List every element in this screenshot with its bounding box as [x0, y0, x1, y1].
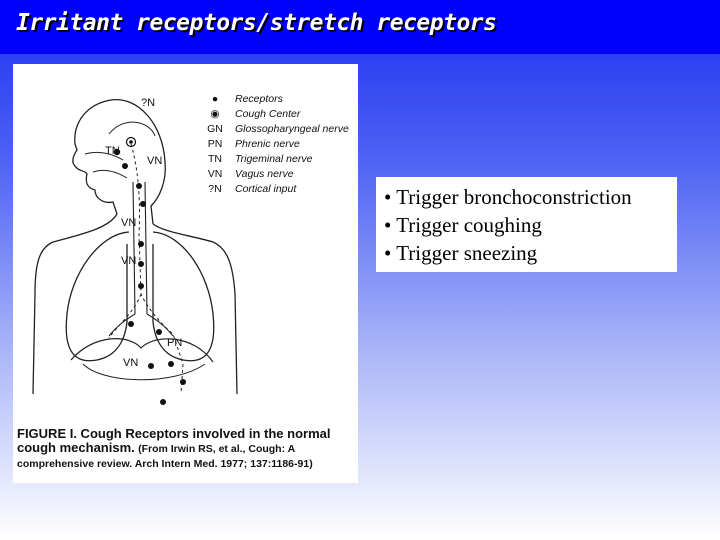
legend-symbol: VN: [208, 168, 223, 180]
label-vn-abdomen: VN: [123, 357, 138, 369]
cough-center-marker: [125, 136, 137, 148]
title-bar: Irritant receptors/stretch receptors: [0, 0, 720, 54]
label-vn-trachea: VN: [121, 217, 136, 229]
bullet-box: • Trigger bronchoconstriction • Trigger …: [376, 177, 677, 272]
body-outline: [32, 99, 238, 395]
bullet-item: • Trigger sneezing: [384, 241, 538, 265]
legend-label: Receptors: [235, 93, 284, 105]
bullet-item: • Trigger coughing: [384, 213, 542, 237]
legend-symbol: PN: [208, 138, 223, 150]
legend-symbol: GN: [207, 123, 223, 135]
bullet-item: • Trigger bronchoconstriction: [384, 185, 632, 209]
diagram-labels: ?N TN VN VN VN PN VN: [105, 97, 182, 369]
cough-receptor-figure: ?N TN VN VN VN PN VN ● Receptors ◉ Cough…: [13, 64, 358, 483]
receptor-dots: [113, 148, 186, 405]
legend-label: Vagus nerve: [235, 168, 294, 180]
slide-title: Irritant receptors/stretch receptors: [16, 10, 497, 36]
label-qn: ?N: [141, 97, 155, 109]
legend-symbol: TN: [208, 153, 222, 165]
legend-label: Trigeminal nerve: [235, 153, 313, 165]
label-tn: TN: [105, 145, 120, 157]
label-pn: PN: [167, 337, 182, 349]
legend-symbol: ●: [212, 93, 218, 105]
legend-label: Cough Center: [235, 108, 301, 120]
figure-caption: FIGURE I. Cough Receptors involved in th…: [17, 427, 352, 471]
anatomy-diagram: ?N TN VN VN VN PN VN ● Receptors ◉ Cough…: [32, 93, 349, 405]
caption-lead: FIGURE I. Cough Receptors involved in th…: [17, 426, 331, 455]
legend-label: Cortical input: [235, 183, 297, 195]
caption-citation: (From Irwin RS, et al., Cough: A compreh…: [17, 443, 313, 470]
legend-label: Phrenic nerve: [235, 138, 300, 150]
legend-symbol: ◉: [210, 108, 219, 120]
legend: ● Receptors ◉ Cough Center GN Glossophar…: [207, 93, 349, 195]
legend-symbol: ?N: [208, 183, 221, 195]
label-vn-lung: VN: [121, 255, 136, 267]
label-vn-neck: VN: [147, 155, 162, 167]
legend-label: Glossopharyngeal nerve: [235, 123, 349, 135]
